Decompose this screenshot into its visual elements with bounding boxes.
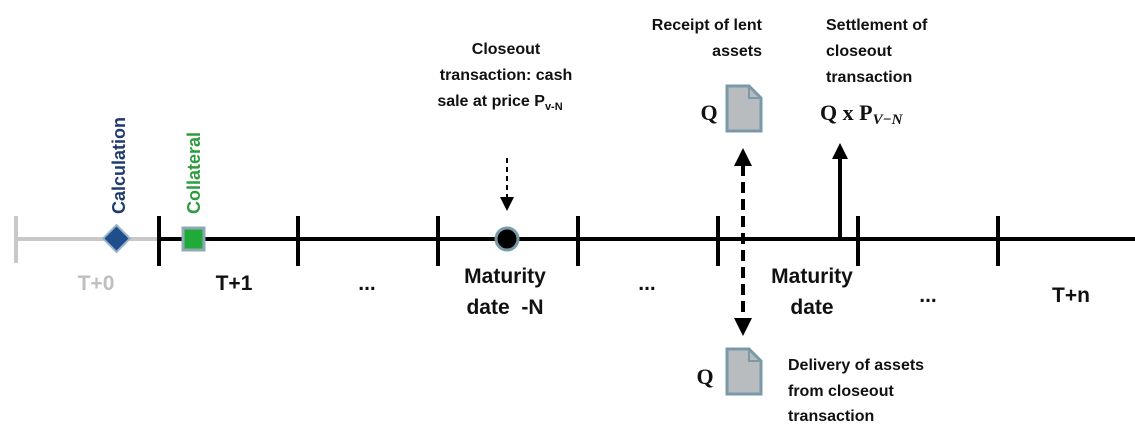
maturity-n-label-line2: date -N	[466, 296, 543, 319]
t0-label: T+0	[78, 272, 115, 295]
dots-label-3: ...	[919, 284, 937, 307]
maturity-label-line2: date	[790, 296, 833, 319]
receipt-annotation-line2: assets	[712, 43, 762, 60]
dots-label-1: ...	[358, 272, 376, 295]
tick-marks	[157, 216, 1000, 266]
calculation-label: Calculation	[109, 117, 129, 214]
settlement-formula: Q x PV−N	[820, 100, 904, 128]
dots-label-2: ...	[638, 272, 656, 295]
receipt-annotation-line1: Receipt of lent	[652, 17, 763, 34]
settlement-arrowhead-icon	[832, 143, 848, 159]
exchange-arrowhead-up-icon	[734, 148, 752, 166]
exchange-arrowhead-down-icon	[734, 318, 752, 336]
delivery-annotation-line2: from closeout	[788, 383, 894, 400]
delivery-annotation-line1: Delivery of assets	[788, 357, 924, 374]
document-icon	[725, 84, 763, 133]
closeout-event-dot-icon	[494, 226, 520, 252]
settlement-annotation-line1: Settlement of	[826, 17, 928, 34]
closeout-arrowhead-icon	[500, 197, 514, 211]
delivery-annotation-line3: transaction	[788, 408, 874, 425]
settlement-annotation-line3: transaction	[826, 69, 912, 86]
q-top-label: Q	[700, 100, 717, 125]
collateral-label: Collateral	[184, 132, 204, 214]
t1-label: T+1	[216, 272, 253, 295]
collateral-square-icon	[181, 226, 206, 252]
settlement-annotation-line2: closeout	[826, 43, 892, 60]
closeout-annotation-line3: sale at price Pv-N	[437, 93, 562, 113]
closeout-annotation-line2: transaction: cash	[440, 67, 572, 84]
closeout-annotation-line1: Closeout	[472, 41, 541, 58]
tn-label: T+n	[1052, 284, 1090, 307]
q-bottom-label: Q	[696, 364, 713, 389]
document-icon	[725, 347, 763, 396]
maturity-n-label-line1: Maturity	[464, 265, 546, 288]
calculation-diamond-icon	[101, 223, 132, 254]
maturity-label-line1: Maturity	[771, 265, 853, 288]
